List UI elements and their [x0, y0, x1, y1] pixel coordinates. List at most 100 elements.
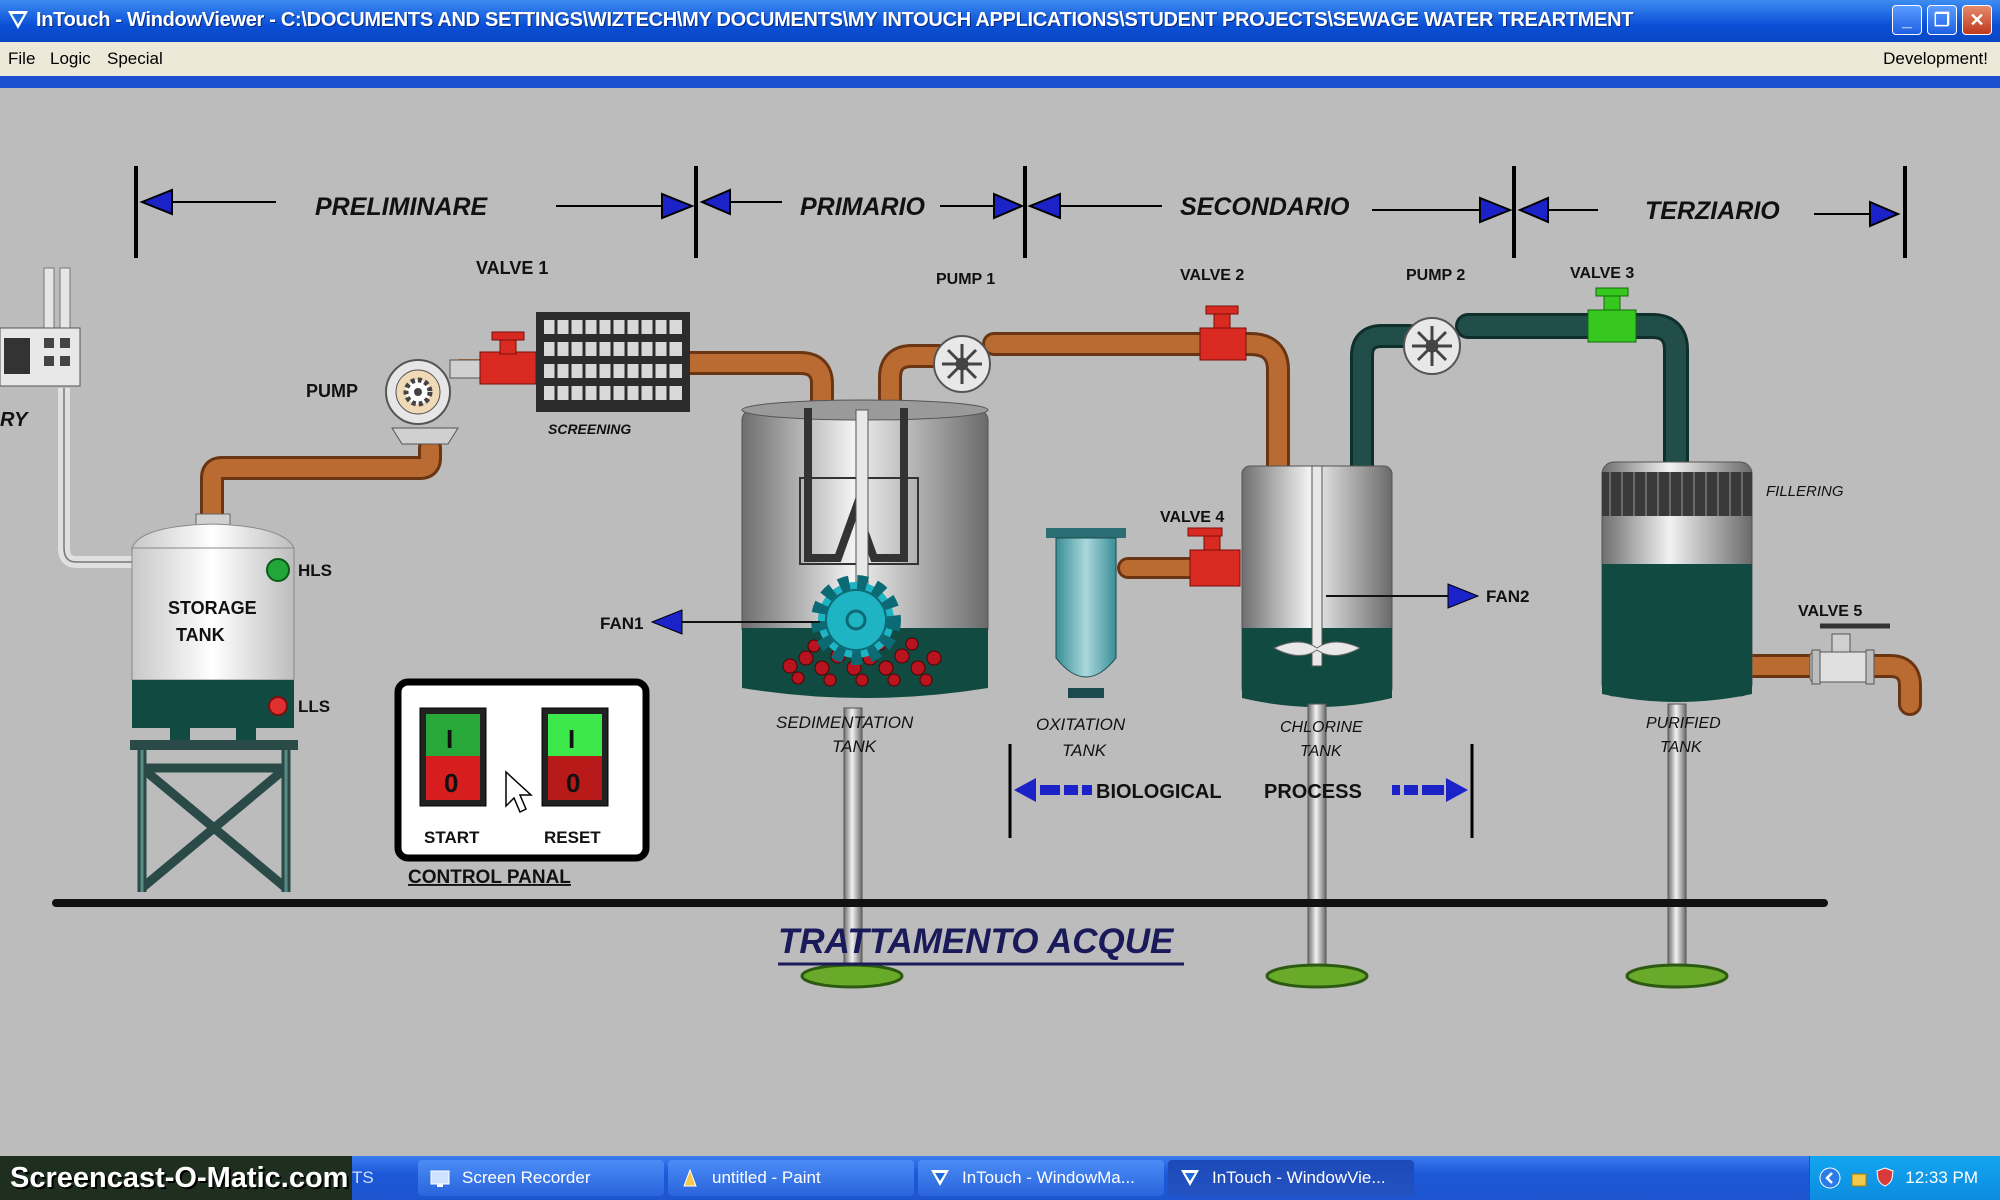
fan1-label: FAN1	[600, 614, 643, 633]
lls-indicator	[268, 696, 288, 716]
security-shield-icon[interactable]	[1874, 1166, 1896, 1188]
mouse-cursor-icon	[505, 770, 533, 814]
valve-icon	[1187, 527, 1241, 587]
stage-header	[134, 166, 1907, 258]
task-label: untitled - Paint	[712, 1168, 821, 1187]
feed-pump: PUMP	[306, 359, 481, 445]
lls-label: LLS	[298, 697, 330, 716]
sedimentation-tank: SEDIMENTATION TANK FAN1	[600, 399, 989, 989]
sedimentation-tank-label-2: TANK	[832, 737, 877, 756]
menu-special[interactable]: Special	[107, 49, 163, 68]
clock: 12:33 PM	[1905, 1168, 1978, 1187]
chlorine-tank-label-2: TANK	[1300, 743, 1343, 760]
close-icon[interactable]: ✕	[1962, 5, 1992, 35]
purified-tank: PURIFIED TANK FILLERING	[1601, 461, 1844, 989]
valve-4-label: VALVE 4	[1160, 509, 1224, 526]
screencast-watermark: Screencast-O-Matic.com	[0, 1156, 352, 1200]
screening-unit: SCREENING	[536, 312, 690, 437]
valve-5-label: VALVE 5	[1798, 603, 1862, 620]
stage-arrows	[139, 188, 1901, 228]
screening-label: SCREENING	[548, 421, 631, 437]
partial-label: RY	[0, 409, 29, 431]
oxitation-tank-label-2: TANK	[1062, 741, 1107, 760]
control-panel: I 0 I 0 START RESET CONTROL PANAL	[394, 678, 650, 888]
window-divider	[0, 76, 2000, 88]
hls-indicator	[266, 558, 290, 582]
menu-logic[interactable]: Logic	[50, 49, 91, 68]
stage-label-preliminare: PRELIMINARE	[315, 193, 489, 221]
start-button[interactable]: I 0	[419, 707, 487, 807]
storage-tank-label-1: STORAGE	[168, 598, 257, 618]
gear-icon	[811, 575, 901, 665]
valve-1-label: VALVE 1	[476, 258, 548, 278]
pump-label: PUMP	[306, 381, 358, 401]
process-label: PROCESS	[1264, 781, 1362, 803]
taskbar: Screencast-O-Matic.com TS Screen Recorde…	[0, 1156, 2000, 1200]
valve-icon	[1587, 287, 1637, 343]
pump-2: PUMP 2	[1403, 267, 1465, 375]
task-label: InTouch - WindowVie...	[1212, 1168, 1386, 1187]
chlorine-tank: CHLORINE TANK FAN2	[1241, 465, 1529, 989]
start-label: START	[424, 828, 480, 847]
fan-icon	[942, 344, 982, 384]
fan-icon	[1412, 326, 1452, 366]
partial-equipment-left: RY	[0, 267, 140, 568]
filtering-label: FILLERING	[1766, 483, 1844, 500]
system-tray: 12:33 PM	[1809, 1156, 2000, 1200]
task-label: Screen Recorder	[462, 1168, 591, 1187]
storage-tank-label-2: TANK	[176, 625, 225, 645]
biological-process-indicator: BIOLOGICAL PROCESS	[1008, 744, 1474, 838]
menu-file[interactable]: File	[8, 49, 36, 68]
app-icon	[8, 11, 28, 29]
restore-icon[interactable]: ❐	[1927, 5, 1957, 35]
hls-label: HLS	[298, 561, 332, 580]
biological-label: BIOLOGICAL	[1096, 781, 1222, 803]
reset-button[interactable]: I 0	[541, 707, 609, 807]
minimize-icon[interactable]: _	[1892, 5, 1922, 35]
purified-tank-label-2: TANK	[1660, 739, 1703, 756]
development-mode-link[interactable]: Development!	[1883, 49, 1988, 68]
sedimentation-tank-label-1: SEDIMENTATION	[776, 713, 914, 732]
start-button-fragment[interactable]: TS	[352, 1168, 374, 1187]
control-panel-title: CONTROL PANAL	[408, 867, 571, 888]
screen-recorder-icon	[430, 1170, 450, 1187]
intouch-icon	[1181, 1170, 1199, 1186]
task-intouch-windowmaker[interactable]: InTouch - WindowMa...	[918, 1160, 1164, 1196]
pump-1-label: PUMP 1	[936, 271, 995, 288]
window-title: InTouch - WindowViewer - C:\DOCUMENTS AN…	[36, 9, 1634, 31]
process-canvas: PRELIMINARE PRIMARIO SECONDARIO TERZIARI…	[0, 88, 2000, 1156]
pump-2-label: PUMP 2	[1406, 267, 1465, 284]
valve-3[interactable]: VALVE 3	[1570, 265, 1637, 343]
valve-1[interactable]: VALVE 1	[476, 258, 548, 385]
orange-pipes	[200, 332, 1922, 716]
fan2-label: FAN2	[1486, 587, 1529, 606]
tray-expand-icon[interactable]	[1818, 1166, 1842, 1190]
menu-bar: File Logic Special Development!	[0, 42, 2000, 76]
reset-label: RESET	[544, 828, 601, 847]
valve-2[interactable]: VALVE 2	[1180, 267, 1247, 361]
process-diagram: PRELIMINARE PRIMARIO SECONDARIO TERZIARI…	[0, 166, 1922, 989]
window-titlebar: InTouch - WindowViewer - C:\DOCUMENTS AN…	[0, 0, 2000, 42]
valve-icon	[479, 331, 537, 385]
oxitation-tank-label-1: OXITATION	[1036, 715, 1126, 734]
task-intouch-windowviewer[interactable]: InTouch - WindowVie...	[1168, 1160, 1414, 1196]
valve-2-label: VALVE 2	[1180, 267, 1244, 284]
reset-off-symbol: 0	[566, 768, 580, 798]
start-off-symbol: 0	[444, 768, 458, 798]
tray-hand-icon[interactable]	[1848, 1166, 1870, 1188]
stage-labels: PRELIMINARE PRIMARIO SECONDARIO TERZIARI…	[315, 193, 1780, 225]
pump-1: PUMP 1	[933, 271, 995, 393]
valve-icon	[1809, 623, 1890, 685]
valve-5[interactable]: VALVE 5	[1798, 603, 1890, 685]
valve-3-label: VALVE 3	[1570, 265, 1634, 282]
task-paint[interactable]: untitled - Paint	[668, 1160, 914, 1196]
storage-tank: STORAGE TANK HLS LLS	[130, 513, 332, 892]
valve-icon	[1199, 305, 1247, 361]
teal-pipes	[1350, 313, 1689, 481]
purified-tank-label-1: PURIFIED	[1646, 715, 1721, 732]
stage-label-primario: PRIMARIO	[800, 193, 926, 221]
valve-4[interactable]: VALVE 4	[1160, 509, 1241, 587]
stage-label-terziario: TERZIARIO	[1645, 197, 1780, 225]
task-screen-recorder[interactable]: Screen Recorder	[418, 1160, 664, 1196]
start-on-symbol: I	[446, 724, 453, 754]
